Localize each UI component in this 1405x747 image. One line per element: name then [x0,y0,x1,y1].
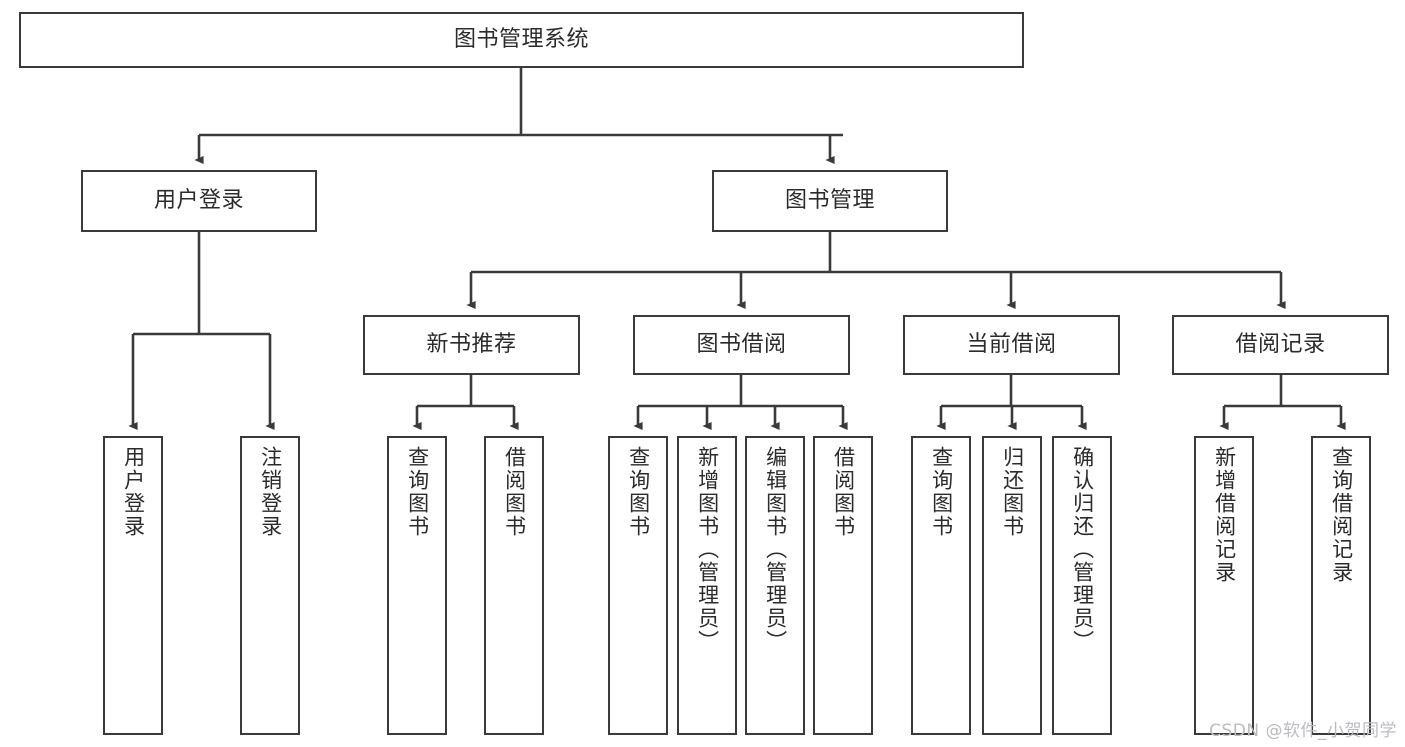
node-label: 归还图书 [1000,446,1025,538]
node-label: 新增图书（管理员） [695,446,720,653]
node-user-login[interactable]: 用户登录 [81,170,317,232]
node-label: 用户登录 [121,446,146,538]
node-label: 查询图书 [929,446,954,538]
node-label: 查询图书 [405,446,430,538]
node-label: 图书管理 [784,187,875,213]
leaf-return-book[interactable]: 归还图书 [982,436,1042,735]
node-label: 图书管理系统 [453,26,589,52]
node-label: 图书借阅 [696,331,787,357]
node-book-borrow[interactable]: 图书借阅 [633,315,850,375]
leaf-user-login[interactable]: 用户登录 [103,436,163,735]
leaf-query-book-current[interactable]: 查询图书 [911,436,971,735]
leaf-add-book-admin[interactable]: 新增图书（管理员） [677,436,737,735]
node-label: 新书推荐 [426,331,517,357]
node-label: 新增借阅记录 [1212,446,1237,584]
node-book-management[interactable]: 图书管理 [712,170,948,232]
node-label: 注销登录 [258,446,283,538]
node-root-system[interactable]: 图书管理系统 [19,12,1024,68]
node-label: 编辑图书（管理员） [763,446,788,653]
leaf-add-borrow-record[interactable]: 新增借阅记录 [1194,436,1254,735]
node-label: 确认归还（管理员） [1070,446,1095,653]
leaf-query-book-borrow[interactable]: 查询图书 [608,436,668,735]
leaf-query-borrow-record[interactable]: 查询借阅记录 [1311,436,1371,735]
watermark-text: CSDN @软件_小贺同学 [1209,721,1397,741]
leaf-edit-book-admin[interactable]: 编辑图书（管理员） [745,436,805,735]
leaf-borrow-book-newbook[interactable]: 借阅图书 [484,436,544,735]
node-label: 借阅记录 [1235,331,1326,357]
node-label: 当前借阅 [966,331,1057,357]
node-label: 查询借阅记录 [1329,446,1354,584]
node-borrow-records[interactable]: 借阅记录 [1172,315,1389,375]
leaf-query-book-newbook[interactable]: 查询图书 [387,436,447,735]
leaf-confirm-return-admin[interactable]: 确认归还（管理员） [1052,436,1112,735]
node-new-book-recommend[interactable]: 新书推荐 [363,315,580,375]
leaf-lend-book[interactable]: 借阅图书 [813,436,873,735]
node-label: 用户登录 [153,187,244,213]
node-current-borrow[interactable]: 当前借阅 [903,315,1120,375]
node-label: 查询图书 [626,446,651,538]
node-label: 借阅图书 [502,446,527,538]
leaf-logout[interactable]: 注销登录 [240,436,300,735]
node-label: 借阅图书 [831,446,856,538]
